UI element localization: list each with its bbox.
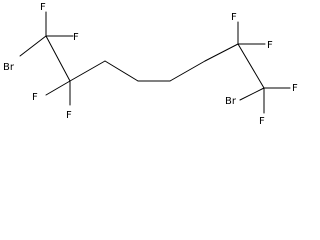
bond-c6-c7 bbox=[204, 43, 239, 62]
right-substituent-bonds bbox=[237, 21, 291, 114]
atom-br2: Br bbox=[225, 96, 237, 107]
bond-c1-br1 bbox=[19, 35, 47, 57]
atom-f3: F bbox=[32, 92, 38, 103]
atom-f1: F bbox=[40, 2, 46, 13]
molecule-diagram: Br F F F F F F F F Br bbox=[3, 2, 298, 127]
bond-c8-br2 bbox=[239, 87, 265, 101]
bond-c2-f3 bbox=[45, 80, 71, 96]
atom-f2: F bbox=[73, 32, 79, 43]
bond-c1-c2 bbox=[45, 35, 71, 82]
bond-c7-c8 bbox=[237, 43, 265, 89]
bond-c5-c6 bbox=[169, 60, 206, 82]
bond-c3-c4 bbox=[104, 60, 139, 82]
atom-f6: F bbox=[267, 40, 273, 51]
atom-br1: Br bbox=[3, 62, 15, 73]
skeleton-bonds bbox=[45, 35, 265, 89]
atom-f8: F bbox=[292, 83, 298, 94]
bond-c2-c3 bbox=[69, 60, 106, 82]
structure-canvas: Br F F F F F F F F Br bbox=[3, 2, 298, 127]
atom-f5: F bbox=[231, 12, 237, 23]
atom-f7: F bbox=[259, 116, 265, 127]
left-substituent-bonds bbox=[19, 11, 74, 106]
atom-f4: F bbox=[66, 110, 72, 121]
atom-labels: Br F F F F F F F F Br bbox=[3, 2, 298, 127]
